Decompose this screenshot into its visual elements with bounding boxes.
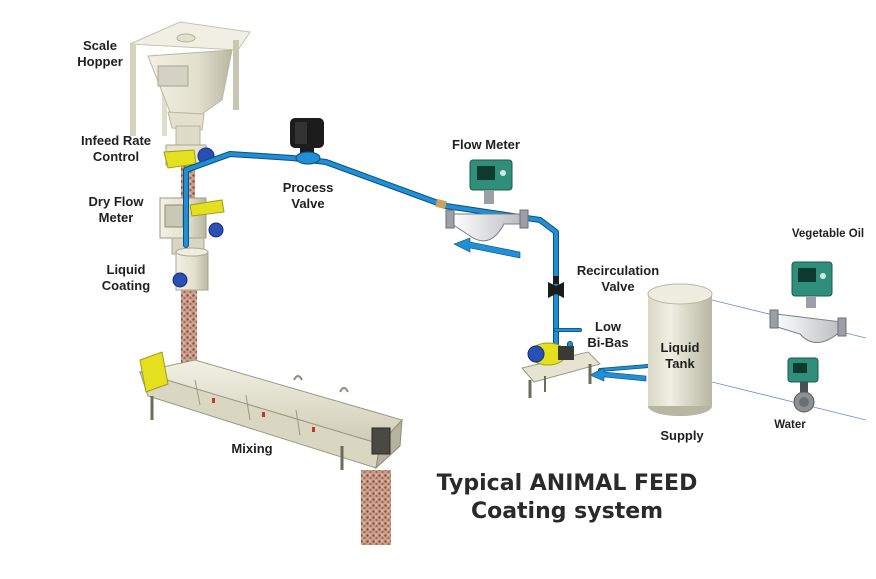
label-infeed-line2: Control [92, 149, 140, 164]
label-low-bi-bas: Low Bi-Bas [580, 319, 636, 351]
diagram-title-line1: Typical ANIMAL FEED [436, 471, 698, 496]
label-recirculation-valve: Recirculation Valve [572, 263, 664, 295]
label-flow-meter-text: Flow Meter [452, 137, 520, 152]
label-liquid-tank: Liquid Tank [654, 340, 706, 372]
label-process-valve-line2: Valve [291, 196, 325, 211]
label-water: Water [762, 417, 818, 433]
liquid-pipeline [183, 151, 650, 372]
diagram-title: Typical ANIMAL FEED Coating system [432, 470, 702, 526]
label-recirc-line1: Recirculation [576, 263, 660, 278]
water-flow-meter [787, 357, 819, 413]
liquid-coating-unit [172, 247, 209, 291]
label-liquid-coating-line1: Liquid [106, 262, 146, 277]
vegetable-oil-flow-meter [769, 261, 847, 343]
label-dry-flow-line1: Dry Flow [88, 194, 144, 209]
label-low-bi-bas-line1: Low [595, 319, 621, 334]
label-supply: Supply [652, 428, 712, 444]
label-process-valve-line1: Process [282, 180, 334, 195]
label-flow-meter: Flow Meter [446, 137, 526, 153]
label-liquid-coating: Liquid Coating [96, 262, 156, 294]
label-supply-text: Supply [660, 428, 704, 443]
label-liquid-tank-line1: Liquid [660, 340, 700, 355]
recirculation-valve [548, 276, 564, 298]
label-vegetable-oil-text: Vegetable Oil [791, 228, 865, 240]
label-scale-hopper: Scale Hopper [72, 38, 128, 70]
infeed-rate-control [163, 144, 215, 169]
mixer-trough [138, 351, 403, 470]
label-scale-hopper-line1: Scale [83, 38, 117, 53]
label-process-valve: Process Valve [276, 180, 340, 212]
label-infeed-rate-control: Infeed Rate Control [76, 133, 156, 165]
label-dry-flow-meter: Dry Flow Meter [82, 194, 150, 226]
label-recirc-line2: Valve [601, 279, 635, 294]
pump-skid [521, 342, 601, 398]
label-water-text: Water [774, 419, 806, 431]
label-dry-flow-line2: Meter [98, 210, 134, 225]
dry-flow-meter [159, 197, 225, 255]
label-mixing-text: Mixing [231, 441, 273, 456]
label-scale-hopper-line2: Hopper [77, 54, 123, 69]
process-valve [290, 118, 324, 165]
label-low-bi-bas-line2: Bi-Bas [587, 335, 629, 350]
feed-stream [181, 165, 391, 545]
tank-icon [647, 283, 713, 416]
label-mixing: Mixing [224, 441, 280, 457]
label-infeed-line1: Infeed Rate [80, 133, 152, 148]
flow-arrow-icon [453, 237, 647, 382]
label-liquid-coating-line2: Coating [101, 278, 151, 293]
label-liquid-tank-line2: Tank [665, 356, 695, 371]
diagram-title-line2: Coating system [470, 499, 664, 524]
label-vegetable-oil: Vegetable Oil [784, 226, 872, 242]
scale-hopper [129, 21, 251, 147]
flow-meter [445, 159, 529, 242]
